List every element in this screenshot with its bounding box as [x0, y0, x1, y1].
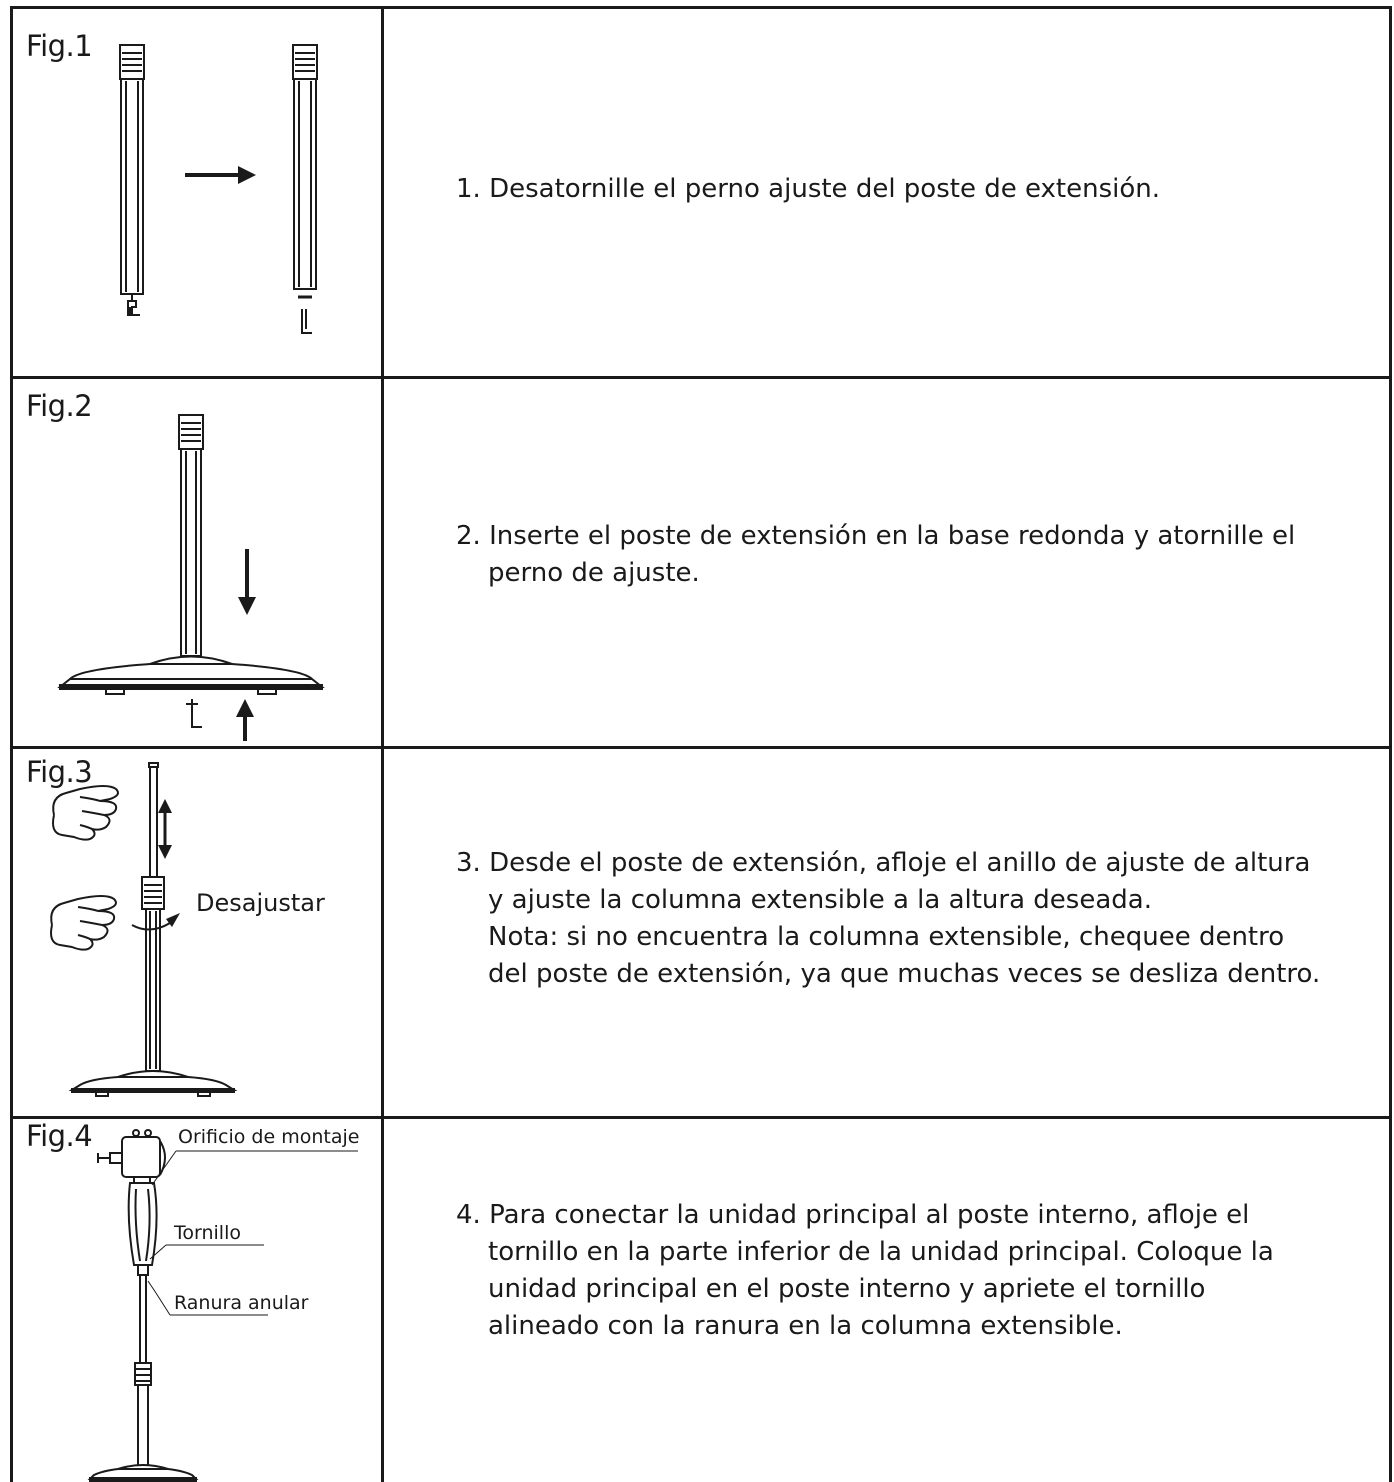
- figure-label: Fig.3: [26, 755, 93, 789]
- pole-insert-base-diagram: [57, 414, 325, 741]
- callout-tornillo: Tornillo: [173, 1222, 241, 1244]
- height-adjust-diagram: Desajustar: [50, 762, 325, 1097]
- figure-cell-2: Fig.2: [10, 379, 382, 746]
- step-text-cell-3: 3. Desde el poste de extensión, afloje e…: [384, 749, 1391, 1116]
- figure-cell-4: Fig.4: [10, 1119, 382, 1482]
- step-3-note-line: del poste de extensión, ya que muchas ve…: [488, 959, 1321, 989]
- step-text-cell-1: 1. Desatornille el perno ajuste del post…: [384, 9, 1391, 376]
- step-2-text: 2. Inserte el poste de extensión en la b…: [456, 518, 1295, 592]
- step-row-2: Fig.2: [0, 379, 1394, 746]
- step-4-line: unidad principal en el poste interno y a…: [488, 1274, 1206, 1304]
- step-3-note-line: Nota: si no encuentra la columna extensi…: [488, 922, 1285, 952]
- step-4-line: 4. Para conectar la unidad principal al …: [456, 1200, 1250, 1230]
- callout-orificio-de-montaje: Orificio de montaje: [178, 1126, 359, 1148]
- step-1-text: 1. Desatornille el perno ajuste del post…: [456, 171, 1160, 208]
- step-4-line: tornillo en la parte inferior de la unid…: [488, 1237, 1274, 1267]
- main-unit-mount-diagram: Orificio de montaje Tornillo Ranura anul…: [87, 1126, 359, 1482]
- step-row-3: Fig.3: [0, 749, 1394, 1116]
- table-border-right: [1389, 6, 1392, 1482]
- figure-cell-1: Fig.1: [10, 9, 382, 376]
- step-2-line: 2. Inserte el poste de extensión en la b…: [456, 521, 1296, 551]
- column-divider: [381, 6, 384, 1482]
- step-row-1: Fig.1: [0, 9, 1394, 376]
- table-border-left: [10, 6, 13, 1482]
- step-1-line: 1. Desatornille el perno ajuste del post…: [456, 174, 1160, 204]
- step-text-cell-2: 2. Inserte el poste de extensión en la b…: [384, 379, 1391, 746]
- figure-cell-3: Fig.3: [10, 749, 382, 1116]
- step-3-line: y ajuste la columna extensible a la altu…: [488, 885, 1152, 915]
- step-text-cell-4: 4. Para conectar la unidad principal al …: [384, 1119, 1391, 1482]
- step-3-text: 3. Desde el poste de extensión, afloje e…: [456, 845, 1320, 993]
- row-divider-2: [10, 746, 1392, 749]
- callout-ranura-anular: Ranura anular: [174, 1292, 309, 1314]
- figure-label: Fig.4: [26, 1119, 93, 1153]
- figure-label: Fig.2: [26, 389, 93, 423]
- callout-desajustar: Desajustar: [196, 889, 325, 917]
- step-row-4: Fig.4: [0, 1119, 1394, 1482]
- table-border-top: [10, 6, 1392, 9]
- step-2-line: perno de ajuste.: [488, 558, 700, 588]
- step-4-text: 4. Para conectar la unidad principal al …: [456, 1197, 1274, 1345]
- figure-label: Fig.1: [26, 29, 93, 63]
- row-divider-3: [10, 1116, 1392, 1119]
- step-3-line: 3. Desde el poste de extensión, afloje e…: [456, 848, 1311, 878]
- step-4-line: alineado con la ranura en la columna ext…: [488, 1311, 1123, 1341]
- extension-pole-diagram: [119, 44, 318, 334]
- row-divider-1: [10, 376, 1392, 379]
